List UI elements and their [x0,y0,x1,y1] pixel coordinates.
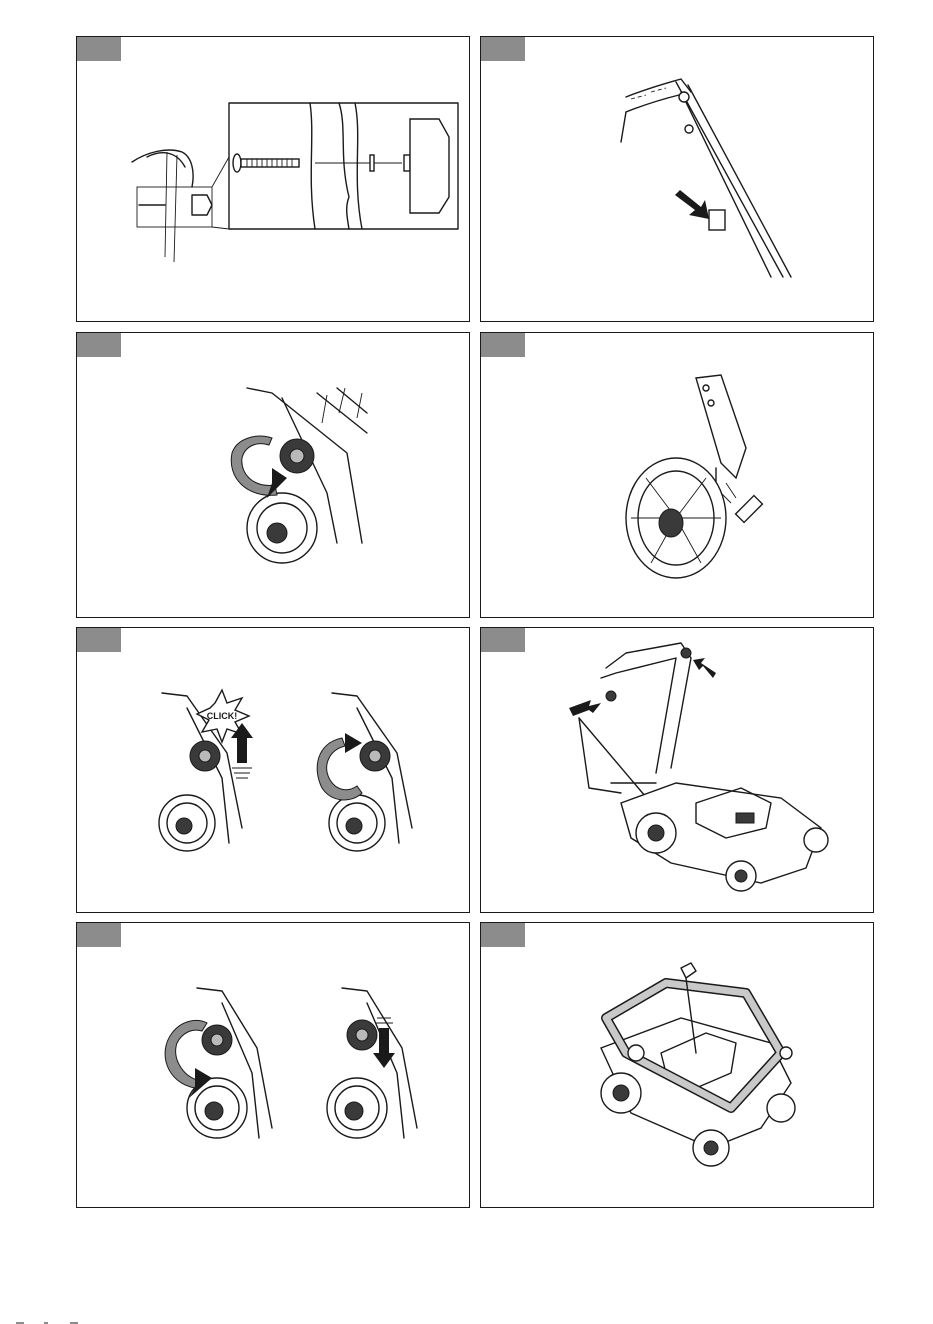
mower-folded-handle-illustration [481,923,875,1209]
figure-panel-4 [480,332,874,618]
wheel-height-adjust-illustration [481,333,875,619]
cable-clip-illustration [481,37,875,323]
figure-panel-3 [76,332,470,618]
bolt-assembly-illustration [77,37,471,323]
height-knob-turn-illustration [77,333,471,619]
knob-loosen-and-lower-illustration [77,923,471,1209]
mower-handle-knobs-illustration [481,628,875,914]
knob-click-and-tighten-illustration: CLICK! [77,628,471,914]
page-edge-marks [0,1320,100,1324]
click-label: CLICK! [207,711,238,721]
figure-panel-8 [480,922,874,1208]
figure-panel-2 [480,36,874,322]
figure-panel-5: CLICK! [76,627,470,913]
figure-panel-1 [76,36,470,322]
figure-panel-6 [480,627,874,913]
figure-panel-7 [76,922,470,1208]
